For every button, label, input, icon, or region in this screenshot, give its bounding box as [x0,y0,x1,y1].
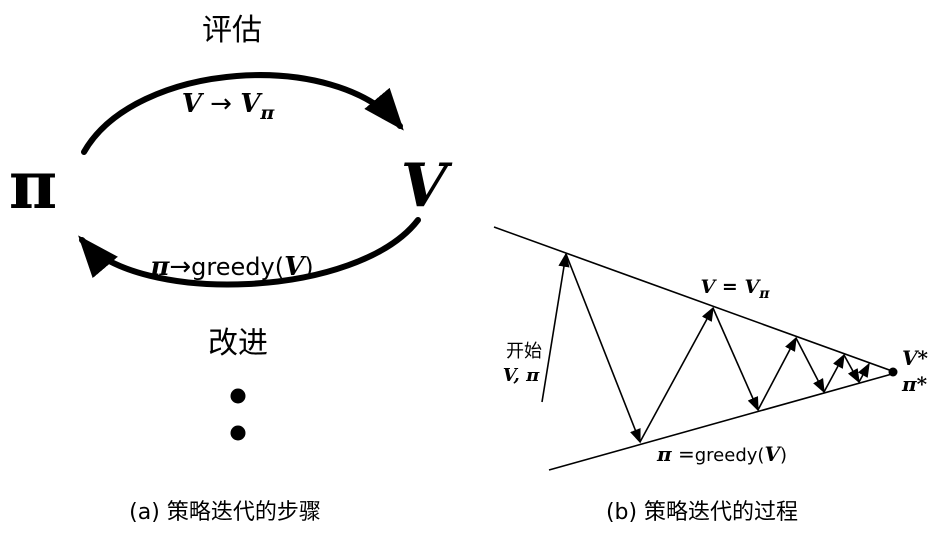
formula-part-v: V [284,252,307,282]
zigzag-arrow-1 [565,253,641,444]
formula-part-sub-pi: π [259,102,275,124]
formula-part-greedy: greedy( [191,253,284,281]
ellipsis-dot-1 [230,388,246,404]
pi-symbol: π [9,146,57,224]
formula-part-pi: π [149,252,170,282]
ellipsis-dot-2 [230,425,246,441]
improvement-arc-arrow [78,217,421,288]
zigzag-arrow-2 [639,306,714,443]
evaluate-label: 评估 [202,13,262,48]
pi-star-label: π* [901,372,928,396]
lower-label-v: V [764,442,782,466]
improve-label: 改进 [208,326,268,361]
policy-iteration-cycle: 评估 V → Vπ π V π→greedy(V) 改进 (a) 策略迭代的步骤 [9,13,453,525]
evaluation-formula: V → Vπ [182,89,276,124]
lower-line-label: π =greedy(V) [656,442,787,466]
formula-part-close: ) [304,253,313,281]
lower-label-close: ) [780,445,787,466]
v-star-label: V* [902,346,929,370]
formula-part-arrow: → [202,89,240,119]
lower-boundary-line [548,373,893,471]
zigzag-arrow-4 [757,336,797,411]
lower-label-eq: = [672,442,695,466]
caption-a: (a) 策略迭代的步骤 [129,500,321,525]
zigzag-arrow-8 [857,362,870,383]
convergence-dot [888,367,898,377]
zigzag-arrow-3 [712,307,759,412]
upper-label-prefix: V = V [701,276,762,298]
upper-boundary-line [493,226,893,372]
upper-line-label: V = Vπ [701,276,771,302]
zigzag-arrow-5 [795,337,825,394]
formula-part-v1: V [182,89,205,119]
caption-b: (b) 策略迭代的过程 [606,500,798,525]
zigzag-arrow-7 [843,354,860,384]
start-label-line2: V, π [503,365,540,386]
formula-part-v2: V [240,89,263,119]
start-label-line1: 开始 [506,341,542,362]
formula-part-arrow2: → [169,252,191,282]
zigzag-arrow-6 [823,353,845,393]
policy-iteration-convergence: V = Vπ π =greedy(V) 开始 V, π V* π* (b) 策略… [493,226,929,525]
start-arrow [541,252,570,403]
evaluation-arc-arrow [81,72,404,155]
lower-label-pi: π [656,442,672,466]
upper-label-sub-pi: π [758,286,770,302]
v-symbol: V [401,151,453,221]
improvement-formula: π→greedy(V) [149,252,313,282]
lower-label-greedy: greedy( [695,445,765,466]
